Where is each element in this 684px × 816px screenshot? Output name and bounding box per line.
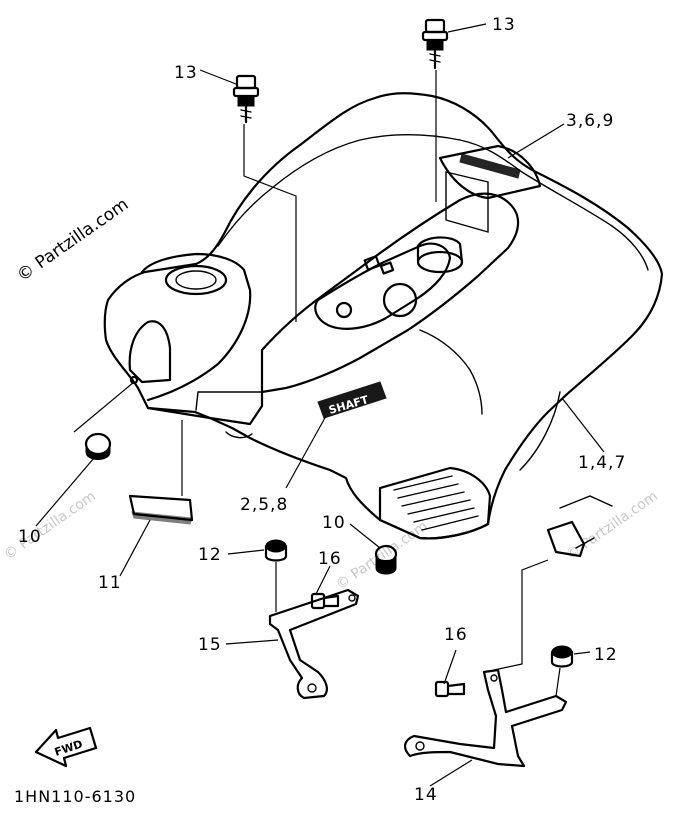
callout-12-right: 12: [594, 645, 618, 665]
fwd-arrow: FWD: [34, 726, 98, 768]
callout-14: 14: [414, 785, 438, 805]
watermark-faint-1: © Partzilla.com: [1, 488, 99, 563]
pad-11: [128, 494, 194, 525]
watermark-main: © Partzilla.com: [13, 194, 132, 286]
bracket-14: [404, 668, 568, 768]
callout-2-5-8: 2,5,8: [240, 495, 288, 515]
callout-11: 11: [98, 573, 122, 593]
grommet-10-mid: [374, 544, 398, 575]
watermark-faint-2: © Partzilla.com: [333, 518, 431, 593]
callout-16-right: 16: [444, 625, 468, 645]
callout-1-4-7: 1,4,7: [578, 453, 626, 473]
callout-13-right: 13: [492, 15, 516, 35]
callout-12-left: 12: [198, 545, 222, 565]
watermark-faint-3: © Partzilla.com: [563, 488, 661, 563]
bolt-13-right: [421, 18, 449, 70]
leader-lines: [35, 23, 605, 787]
callout-16-left: 16: [318, 549, 342, 569]
diagram-code: 1HN110-6130: [14, 787, 136, 806]
callout-3-6-9: 3,6,9: [566, 111, 614, 131]
bolt-13-left: [232, 74, 260, 124]
grommet-10-left: [84, 432, 112, 460]
rear-fender: SHAFT: [103, 92, 664, 540]
callout-10-left: 10: [18, 527, 42, 547]
callout-10-mid: 10: [322, 513, 346, 533]
nut-12-left: [264, 539, 288, 562]
callout-13-left: 13: [174, 63, 198, 83]
bolt-16-right: [434, 680, 466, 698]
frame-tab: [546, 495, 613, 558]
bracket-15: [268, 588, 360, 700]
nut-12-right: [550, 645, 574, 668]
callout-15: 15: [198, 635, 222, 655]
